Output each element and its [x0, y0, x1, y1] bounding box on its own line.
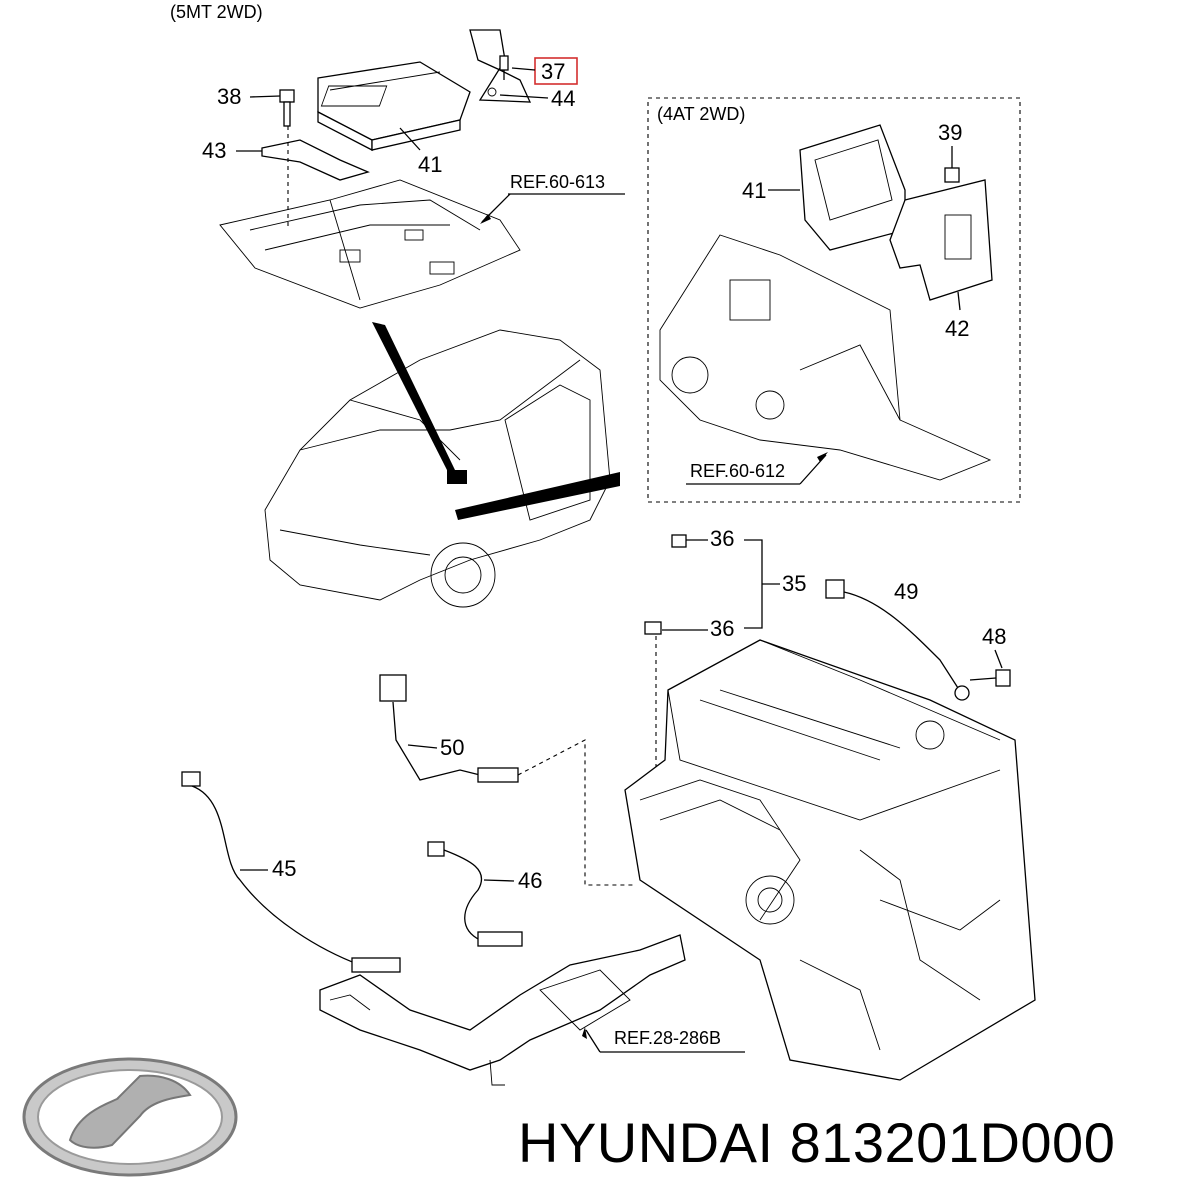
hose-35 [638, 534, 687, 635]
label-50: 50 [440, 735, 464, 760]
label-43: 43 [202, 138, 226, 163]
label-39: 39 [938, 120, 962, 145]
label-36-bottom: 36 [710, 616, 734, 641]
nut-39 [944, 167, 960, 183]
label-41-at: 41 [742, 178, 766, 203]
label-45: 45 [272, 856, 296, 881]
ref-60-613: REF.60-613 [510, 172, 605, 192]
header-5mt: (5MT 2WD) [170, 2, 263, 22]
sensor-49 [825, 579, 970, 701]
bracket-43 [261, 139, 370, 181]
sensor-50 [379, 674, 519, 783]
at-section-box [647, 97, 1021, 503]
engine-block [624, 639, 1036, 1081]
label-41-mt: 41 [418, 152, 442, 177]
ecu-module-4at [799, 124, 906, 251]
label-48: 48 [982, 624, 1006, 649]
label-44: 44 [551, 86, 575, 111]
label-35: 35 [782, 571, 806, 596]
brand-part-number: HYUNDAI 813201D000 [518, 1110, 1115, 1175]
firewall-panel [659, 234, 992, 481]
label-49: 49 [894, 579, 918, 604]
car-illustration [264, 329, 611, 608]
ecu-module-5mt [317, 61, 471, 152]
bolt-38 [279, 89, 295, 127]
sensor-45 [181, 771, 401, 973]
highlight-box-37 [534, 57, 578, 85]
label-46: 46 [518, 868, 542, 893]
pointer-arrow-mt [372, 322, 455, 472]
sensor-46 [427, 841, 523, 947]
part-number: 813201D000 [789, 1111, 1116, 1174]
floor-panel [219, 179, 521, 309]
ref-28-286b: REF.28-286B [614, 1028, 721, 1048]
brand-name: HYUNDAI [518, 1111, 774, 1174]
ref-60-612: REF.60-612 [690, 461, 785, 481]
bolt-37 [499, 55, 509, 80]
label-37: 37 [541, 59, 565, 84]
label-38: 38 [217, 84, 241, 109]
header-4at: (4AT 2WD) [657, 104, 745, 124]
label-36-top: 36 [710, 526, 734, 551]
pointer-arrow-at [455, 472, 620, 520]
hyundai-logo-icon [22, 1057, 238, 1177]
bracket-42 [889, 179, 993, 301]
label-42: 42 [945, 316, 969, 341]
exhaust-pipe [319, 934, 686, 1086]
bolt-48 [969, 669, 1011, 687]
